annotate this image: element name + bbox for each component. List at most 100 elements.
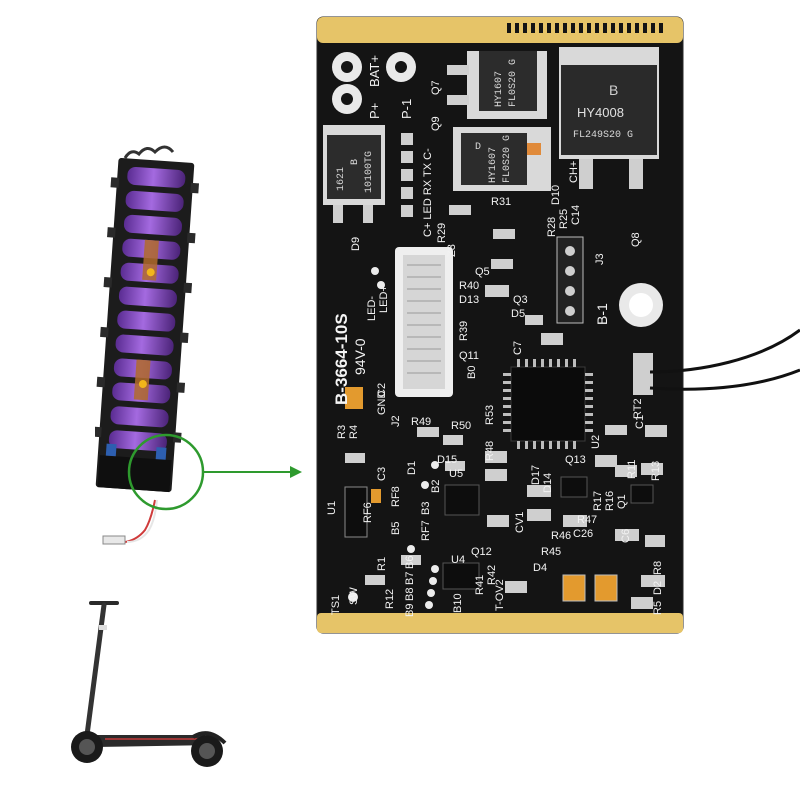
ref-j2: J2 bbox=[390, 415, 402, 427]
ref-q11: Q11 bbox=[459, 350, 479, 362]
chip-reg-logo: B bbox=[350, 159, 361, 165]
ref-c2: C2 bbox=[376, 383, 388, 397]
ref-d4: D4 bbox=[533, 562, 547, 574]
ref-d13: D13 bbox=[459, 294, 479, 306]
ref-c3: C3 bbox=[376, 467, 388, 481]
label-gnd: GND bbox=[376, 391, 388, 416]
ref-r1: R1 bbox=[376, 557, 388, 571]
ref-b7: B7 bbox=[404, 572, 416, 585]
ref-b2: B2 bbox=[430, 480, 442, 493]
chip-q8-line1: HY4008 bbox=[577, 105, 624, 120]
ref-r11: R11 bbox=[626, 460, 638, 479]
mosfet-q7 bbox=[447, 51, 547, 119]
ref-r46: R46 bbox=[551, 530, 571, 542]
ref-rf7: RF7 bbox=[420, 520, 432, 541]
label-t-ov2: T-OV2 bbox=[494, 579, 506, 611]
ref-d14: D14 bbox=[542, 473, 554, 493]
ref-cv1: CV1 bbox=[514, 512, 526, 533]
ref-j3: J3 bbox=[594, 253, 606, 265]
ref-q12: Q12 bbox=[471, 546, 492, 558]
board-model-label: B-3664-10S bbox=[332, 313, 351, 405]
ref-q3: Q3 bbox=[513, 294, 528, 306]
ref-z3: Z3 bbox=[446, 244, 458, 257]
ref-r45: R45 bbox=[541, 546, 561, 558]
ref-b6: B6 bbox=[404, 556, 416, 569]
chip-reg-line1: 1621 bbox=[336, 167, 347, 191]
chip-q9-logo: D bbox=[475, 142, 481, 153]
ref-r49: R49 bbox=[411, 416, 431, 428]
ref-rf8: RF8 bbox=[390, 486, 402, 507]
ref-d5: D5 bbox=[511, 308, 525, 320]
ref-q13: Q13 bbox=[565, 454, 586, 466]
ref-r53: R53 bbox=[484, 405, 496, 425]
ref-d1: D1 bbox=[406, 461, 418, 475]
ref-b9: B9 bbox=[404, 604, 416, 617]
battery-cells bbox=[108, 166, 186, 452]
header-j3 bbox=[556, 236, 584, 324]
scooter-image bbox=[55, 595, 235, 775]
pcb-drawing: B-3664-10S 94V-0 BAT+ P+ P-1 B-1 C+ LED … bbox=[316, 16, 684, 634]
gold-edge-bottom bbox=[317, 613, 683, 633]
chip-q7-line1: HY1607 bbox=[494, 71, 505, 107]
ref-c14: C14 bbox=[570, 205, 582, 225]
ref-b0: B0 bbox=[466, 366, 478, 379]
ref-r29: R29 bbox=[436, 223, 448, 243]
chip-reg-line2: 10100TG bbox=[364, 151, 375, 193]
ref-r3: R3 bbox=[336, 425, 348, 439]
ref-c26: C26 bbox=[573, 528, 593, 540]
header-pads bbox=[401, 133, 413, 217]
label-ts1: TS1 bbox=[330, 595, 342, 615]
label-sw: SW bbox=[348, 587, 360, 605]
ref-r4: R4 bbox=[348, 425, 360, 439]
ref-r17: R17 bbox=[592, 491, 604, 511]
ref-r31: R31 bbox=[491, 196, 511, 208]
ref-r5: R5 bbox=[652, 601, 664, 615]
ref-u5: U5 bbox=[449, 468, 463, 480]
label-p-minus: P-1 bbox=[399, 99, 414, 119]
mosfet-q9 bbox=[453, 127, 551, 191]
ref-b8: B8 bbox=[404, 588, 416, 601]
ref-u1: U1 bbox=[326, 501, 338, 515]
ref-r50: R50 bbox=[451, 420, 471, 432]
ref-r16: R16 bbox=[604, 491, 616, 511]
ref-r40: R40 bbox=[459, 280, 479, 292]
chip-q9-line2: FL0S20 G bbox=[502, 135, 513, 183]
label-rt2: RT2 bbox=[632, 398, 644, 419]
ref-q8: Q8 bbox=[630, 232, 642, 247]
ref-u4: U4 bbox=[451, 554, 465, 566]
ref-r8: R8 bbox=[652, 561, 664, 575]
ref-r42: R42 bbox=[486, 565, 498, 585]
ref-b5: B5 bbox=[390, 522, 402, 535]
ref-d10: D10 bbox=[550, 185, 562, 205]
ref-b10: B10 bbox=[452, 593, 464, 613]
ref-q5: Q5 bbox=[475, 266, 490, 278]
ref-q7: Q7 bbox=[430, 80, 442, 95]
ref-d15: D15 bbox=[437, 454, 457, 466]
chip-q7-line2: FL0S20 G bbox=[508, 59, 519, 107]
ref-r47: R47 bbox=[577, 514, 597, 526]
ref-b3: B3 bbox=[420, 502, 432, 515]
scooter-drawing bbox=[71, 601, 227, 767]
battery-pack-image bbox=[95, 140, 225, 560]
callout-arrow-head bbox=[290, 466, 302, 478]
chip-q9-line1: HY1607 bbox=[488, 147, 499, 183]
ref-r48: R48 bbox=[484, 441, 496, 461]
ref-r13: R13 bbox=[650, 461, 662, 481]
ref-d2: D2 bbox=[652, 581, 664, 595]
ref-rf6: RF6 bbox=[362, 502, 374, 523]
chip-q8-line2: FL249S20 G bbox=[573, 130, 633, 141]
label-led-minus: LED- bbox=[366, 296, 378, 321]
chip-q8-logo: B bbox=[609, 82, 618, 98]
label-bat-plus: BAT+ bbox=[367, 55, 382, 87]
label-b-minus: B-1 bbox=[594, 303, 610, 325]
battery-pack-drawing bbox=[95, 145, 200, 545]
label-ch-plus: CH+ bbox=[568, 161, 580, 183]
mosfet-q8 bbox=[559, 47, 659, 189]
ref-r28: R28 bbox=[546, 217, 558, 237]
ref-designators: Q7 Q9 Q8 D9 D10 C14 R25 R28 R29 R31 J3 Z… bbox=[326, 80, 664, 617]
ref-r41: R41 bbox=[474, 575, 486, 595]
regulator-d9 bbox=[323, 125, 385, 223]
ref-r25: R25 bbox=[558, 209, 570, 229]
bms-board: B-3664-10S 94V-0 BAT+ P+ P-1 B-1 C+ LED … bbox=[315, 15, 685, 635]
ref-r12: R12 bbox=[384, 589, 396, 609]
